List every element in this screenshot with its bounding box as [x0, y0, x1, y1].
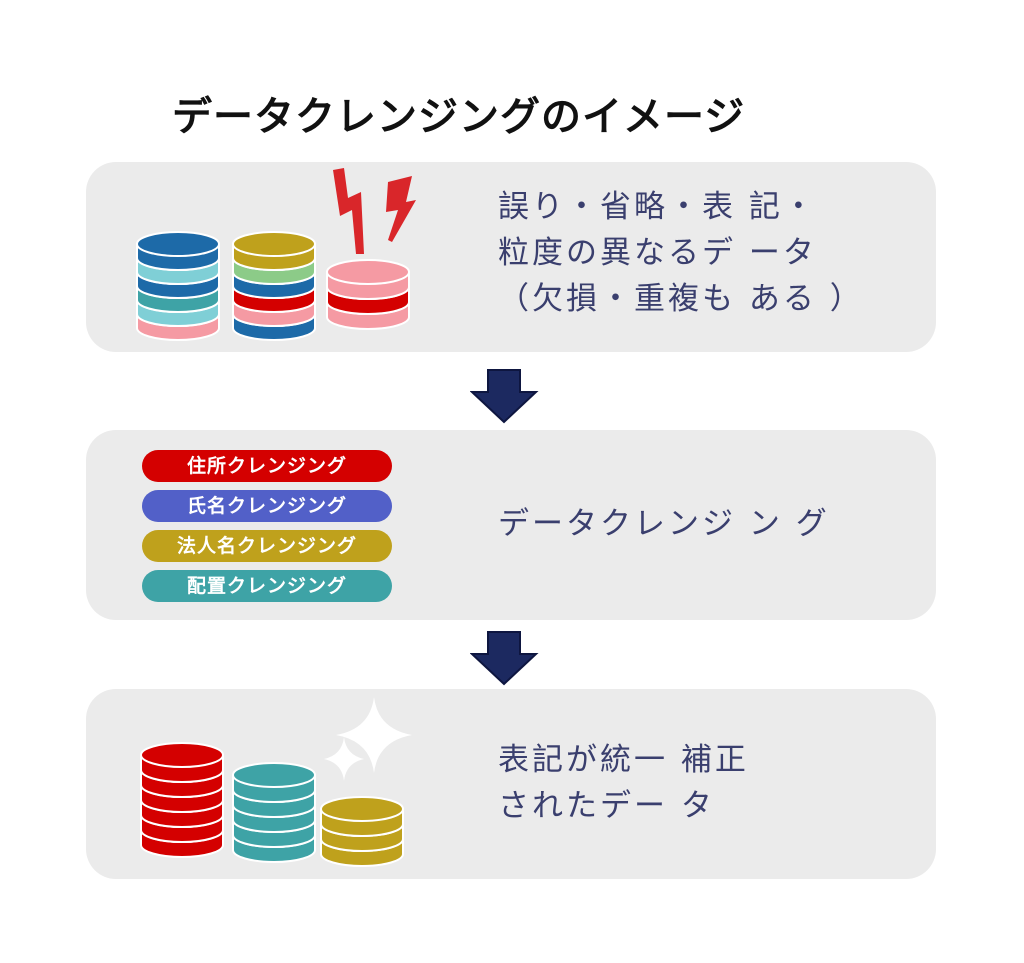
disk-stack: [320, 796, 404, 867]
panel-raw-data: 誤り・省略・表 記・ 粒度の異なるデ ータ （欠損・重複も ある ）: [86, 162, 936, 352]
disk-stack: [232, 231, 316, 341]
panel-cleansing: 住所クレンジング 氏名クレンジング 法人名クレンジング 配置クレンジング データ…: [86, 430, 936, 620]
disk-stack: [326, 259, 410, 330]
panel-clean-data: 表記が統一 補正 されたデー タ: [86, 689, 936, 879]
pill-name-cleansing: 氏名クレンジング: [142, 490, 392, 522]
page-title: データクレンジングのイメージ: [172, 94, 746, 140]
panel-2-text: データクレンジ ン グ: [498, 501, 830, 547]
panel-1-line-1: 誤り・省略・表 記・: [498, 189, 817, 225]
panel-2-line-1: データクレンジ ン グ: [498, 506, 830, 542]
disk-stack: [140, 742, 224, 858]
lightning-icon: [333, 168, 416, 254]
panel-1-line-2: 粒度の異なるデ ータ: [498, 235, 817, 271]
panel-3-line-2: されたデー タ: [498, 788, 715, 824]
panel-1-text: 誤り・省略・表 記・ 粒度の異なるデ ータ （欠損・重複も ある ）: [498, 184, 864, 322]
panel-3-line-1: 表記が統一 補正: [498, 742, 749, 778]
panel-3-text: 表記が統一 補正 されたデー タ: [498, 737, 749, 829]
arrow-down-icon: [470, 631, 539, 686]
arrow-down-icon: [470, 369, 539, 424]
database-stack-icon: [140, 697, 412, 867]
pill-placement-cleansing: 配置クレンジング: [142, 570, 392, 602]
panel-1-line-3: （欠損・重複も ある ）: [498, 281, 864, 317]
database-stack-icon: [136, 168, 416, 341]
pill-corporate-name-cleansing: 法人名クレンジング: [142, 530, 392, 562]
disk-stack: [136, 231, 220, 341]
pill-address-cleansing: 住所クレンジング: [142, 450, 392, 482]
disk-stack: [232, 762, 316, 863]
sparkle-icon: [324, 697, 412, 781]
